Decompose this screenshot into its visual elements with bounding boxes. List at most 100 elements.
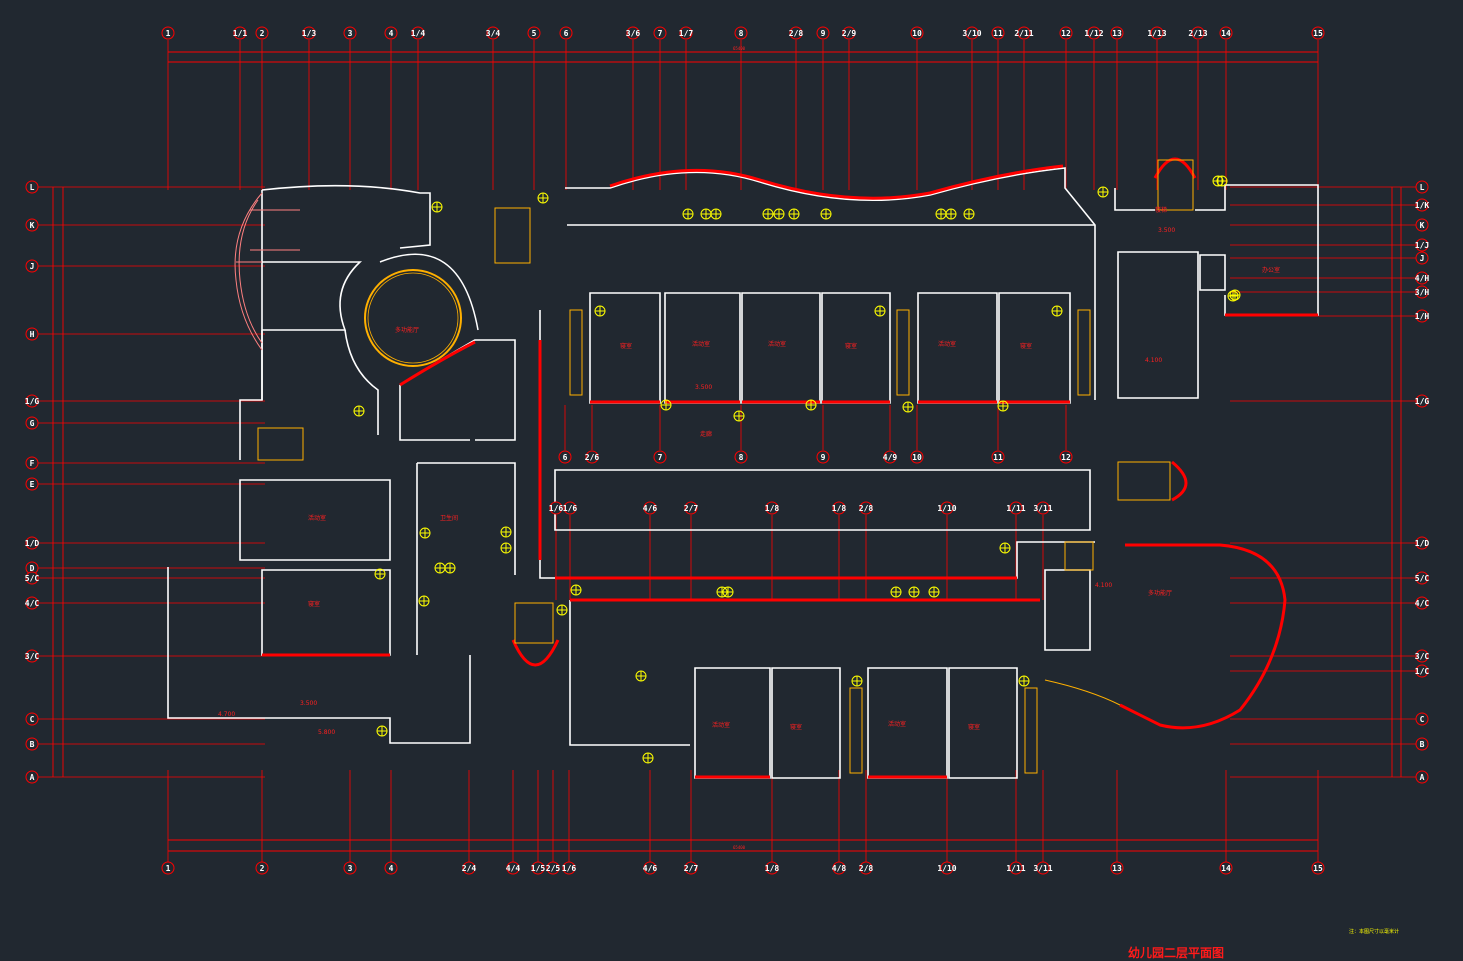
axis-bubble-top: 2/13 [1188,26,1208,40]
axis-label: 8 [739,453,744,462]
axis-label: 1/4 [411,29,426,38]
axis-label: J [30,262,35,271]
axis-label: 14 [1221,864,1231,873]
axis-label: 1 [166,29,171,38]
axis-bubble-middle: 1/11 [1006,501,1026,515]
room-label: 活动室 [768,340,786,348]
axis-label: 3/H [1415,288,1430,297]
axis-bubble-top: 6 [559,26,573,40]
elevation-label: 3.500 [300,700,317,707]
axis-bubble-top: 1/4 [411,26,426,40]
axis-bubble-right: L [1415,180,1429,194]
room-label: 活动室 [888,720,906,728]
axis-bubble-top: 1/3 [302,26,316,40]
axis-label: 15 [1313,29,1323,38]
axis-bubble-left: 4/C [25,596,40,610]
axis-label: 1/D [1415,539,1430,548]
axis-label: 4/8 [832,864,847,873]
axis-label: 1/12 [1084,29,1103,38]
axis-bubble-top: 1/12 [1084,26,1104,40]
axis-bubble-bottom: 2 [255,861,269,875]
axis-label: 6 [564,29,569,38]
axis-bubble-top: 5 [527,26,541,40]
axis-label: 9 [821,29,826,38]
axis-label: L [30,183,35,192]
axis-label: C [1420,715,1425,724]
axis-bubble-right: 1/H [1415,309,1430,323]
axis-label: 2/13 [1188,29,1207,38]
axis-label: E [30,480,35,489]
axis-label: 2/11 [1014,29,1033,38]
axis-label: 1/7 [679,29,694,38]
axis-bubble-bottom: 15 [1311,861,1325,875]
axis-label: 13 [1112,29,1122,38]
axis-bubble-right: J [1415,251,1429,265]
axis-label: 7 [658,453,663,462]
axis-bubble-top: 3 [343,26,357,40]
axis-label: 13 [1112,864,1122,873]
axis-label: 1/11 [1006,504,1025,513]
axis-bubble-right: 1/C [1415,664,1429,678]
axis-label: 1/J [1415,241,1429,250]
axis-bubble-top: 2 [255,26,269,40]
axis-label: 2/8 [859,864,874,873]
room-label: 寝室 [620,342,632,350]
axis-label: 4/C [25,599,40,608]
room-label: 寝室 [790,723,802,731]
axis-label: 2 [260,864,265,873]
axis-bubble-right: A [1415,770,1429,784]
axis-bubble-middle: 1/6 [563,501,577,515]
room-label: 寝室 [308,600,320,608]
axis-bubble-right: 1/D [1415,536,1430,550]
axis-bubble-middle: 1/10 [937,501,957,515]
axis-label: 1/10 [937,504,956,513]
fixtures [353,175,1241,764]
room-label: 走廊 [700,430,712,438]
axis-label: 10 [912,29,922,38]
axis-bubble-bottom: 2/5 [546,861,560,875]
axis-label: A [30,773,35,782]
axis-label: 1/H [1415,312,1430,321]
axis-bubble-right: 4/H [1415,271,1429,285]
room-label: 卫生间 [440,514,458,522]
axis-bubble-left: H [25,327,39,341]
room-label: 活动室 [308,514,326,522]
axis-label: 2/6 [585,453,600,462]
dimension-lines [52,51,1402,852]
axis-bubble-middle: 9 [816,450,830,464]
axis-bubble-left: 1/G [25,394,40,408]
axis-bubble-bottom: 2/4 [462,861,476,875]
axis-bubble-right: K [1415,218,1429,232]
axis-label: 10 [912,453,922,462]
axis-bubble-left: 5/C [25,571,39,585]
room-label: 活动室 [712,721,730,729]
axis-bubble-right: 3/H [1415,285,1430,299]
axis-bubble-bottom: 4 [384,861,398,875]
walls [167,167,1319,779]
axis-bubble-top: 1/1 [233,26,247,40]
axis-bubble-top: 12 [1059,26,1073,40]
axis-bubble-top: 1/13 [1147,26,1167,40]
balcony [234,192,300,351]
axis-label: C [30,715,35,724]
axis-bubble-bottom: 2/8 [859,861,874,875]
axis-label: 1/8 [765,504,780,513]
axis-label: 4/C [1415,599,1430,608]
axis-label: 1/G [25,397,40,406]
axis-label: 2 [260,29,265,38]
axis-label: 3/4 [486,29,501,38]
axis-bubble-left: G [25,416,39,430]
axis-bubble-middle: 1/8 [832,501,846,515]
room-label: 寝室 [845,342,857,350]
axis-bubble-bottom: 14 [1219,861,1233,875]
axis-bubble-top: 8 [734,26,748,40]
axis-bubble-middle: 2/7 [684,501,698,515]
axis-bubble-middle: 12 [1059,450,1073,464]
axis-label: 11 [993,29,1003,38]
axis-bubble-top: 2/11 [1014,26,1034,40]
elevation-label: 3.500 [695,384,712,391]
axis-label: K [30,221,35,230]
axis-bubble-right: 5/C [1415,571,1429,585]
axis-label: 2/9 [842,29,857,38]
